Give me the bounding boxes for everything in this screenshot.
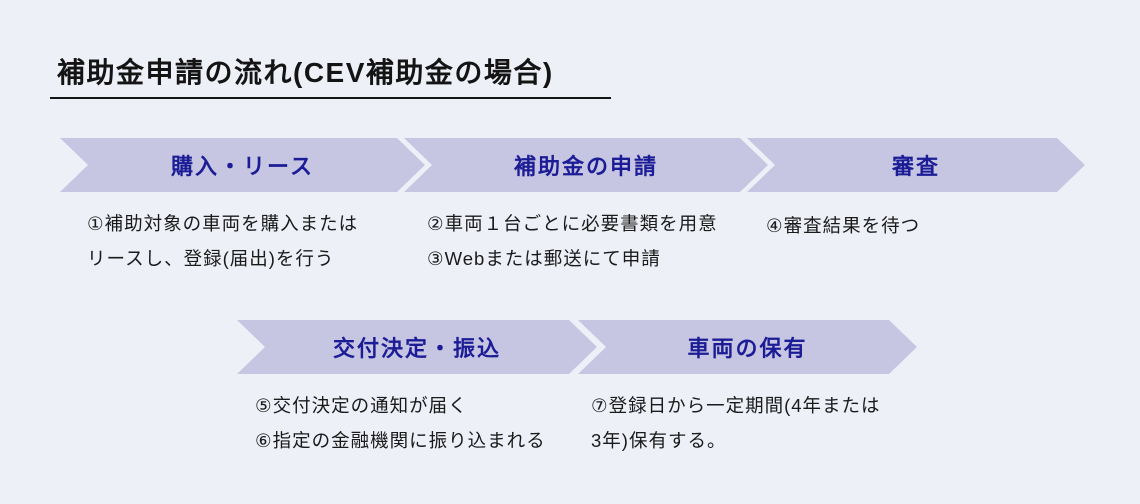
step-label-purchase-lease: 購入・リース — [171, 154, 314, 179]
step-label-vehicle-ownership: 車両の保有 — [687, 336, 808, 361]
note-line: ①補助対象の車両を購入または — [87, 213, 359, 234]
step-notes-purchase-lease: ①補助対象の車両を購入または リースし、登録(届出)を行う — [87, 206, 358, 276]
step-banner-review: 審査 — [747, 138, 1085, 192]
step-banner-purchase-lease: 購入・リース — [60, 138, 425, 192]
step-notes-subsidy-application: ②車両１台ごとに必要書類を用意 ③Webまたは郵送にて申請 — [427, 206, 718, 276]
step-notes-vehicle-ownership: ⑦登録日から一定期間(4年または 3年)保有する。 — [591, 388, 881, 458]
step-label-subsidy-application: 補助金の申請 — [513, 154, 658, 179]
step-notes-review: ④審査結果を待つ — [766, 208, 920, 243]
note-line: 3年)保有する。 — [591, 430, 727, 451]
note-line: ⑦登録日から一定期間(4年または — [591, 395, 881, 416]
note-line: リースし、登録(届出)を行う — [87, 248, 335, 269]
note-line: ③Webまたは郵送にて申請 — [427, 248, 661, 269]
step-banner-grant-decision-transfer: 交付決定・振込 — [237, 320, 597, 374]
step-banner-vehicle-ownership: 車両の保有 — [578, 320, 917, 374]
step-banner-subsidy-application: 補助金の申請 — [404, 138, 768, 192]
page-title: 補助金申請の流れ(CEV補助金の場合) — [57, 57, 554, 88]
note-line: ⑤交付決定の通知が届く — [255, 395, 468, 416]
note-line: ④審査結果を待つ — [766, 215, 921, 236]
step-label-grant-decision-transfer: 交付決定・振込 — [332, 336, 501, 361]
step-label-review: 審査 — [891, 154, 940, 179]
note-line: ②車両１台ごとに必要書類を用意 — [427, 213, 718, 234]
title-underline — [50, 97, 611, 99]
note-line: ⑥指定の金融機関に振り込まれる — [255, 430, 546, 451]
step-notes-grant-decision-transfer: ⑤交付決定の通知が届く ⑥指定の金融機関に振り込まれる — [255, 388, 546, 458]
